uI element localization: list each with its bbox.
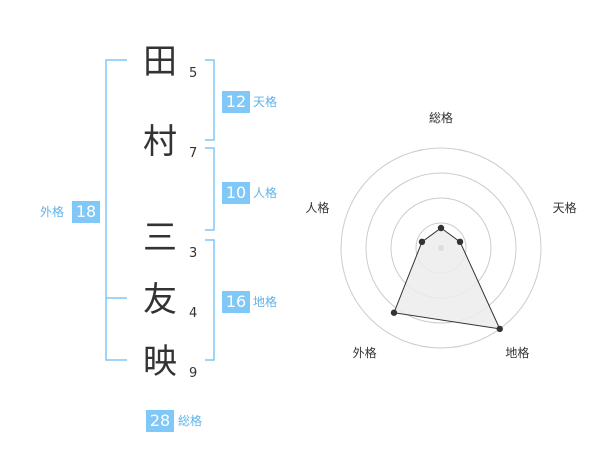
radar-axis-label: 外格	[353, 345, 377, 360]
stroke-count-1: 5	[189, 66, 198, 81]
soukaku-value: 28	[146, 410, 174, 432]
name-char-2: 村	[143, 122, 177, 162]
chikaku-value: 16	[222, 291, 250, 313]
gaikaku-label: 外格	[40, 205, 65, 219]
radar-axis-label: 総格	[429, 110, 453, 125]
name-char-3: 三	[143, 218, 177, 258]
tenkaku-value: 12	[222, 91, 250, 113]
gaikaku-bracket	[105, 59, 127, 361]
chikaku-label: 地格	[253, 295, 278, 309]
name-char-4: 友	[143, 280, 177, 320]
jinkaku-bracket	[205, 147, 215, 231]
stroke-count-4: 4	[189, 306, 198, 321]
chikaku-bracket	[205, 239, 215, 361]
radar-axis-label: 天格	[553, 200, 577, 215]
name-char-5: 映	[143, 342, 177, 382]
jinkaku-value: 10	[222, 182, 250, 204]
stroke-count-2: 7	[189, 146, 198, 161]
name-char-1: 田	[143, 42, 177, 82]
radar-axis-label: 人格	[305, 200, 329, 215]
gaikaku-value: 18	[72, 201, 100, 223]
tenkaku-bracket	[205, 59, 215, 141]
jinkaku-label: 人格	[253, 186, 278, 200]
tenkaku-label: 天格	[253, 95, 278, 109]
radar-ring	[340, 147, 542, 349]
radar-point	[437, 224, 445, 232]
stroke-count-5: 9	[189, 366, 198, 381]
radar-polygon	[393, 227, 501, 330]
radar-center-dot	[438, 245, 444, 251]
radar-point	[496, 325, 503, 333]
radar-ring	[365, 172, 517, 324]
radar-point	[456, 238, 464, 246]
soukaku-label: 総格	[178, 414, 203, 428]
radar-axis-label: 地格	[505, 345, 529, 360]
stroke-count-3: 3	[189, 246, 198, 261]
radar-point	[418, 238, 426, 246]
radar-point	[390, 309, 398, 316]
